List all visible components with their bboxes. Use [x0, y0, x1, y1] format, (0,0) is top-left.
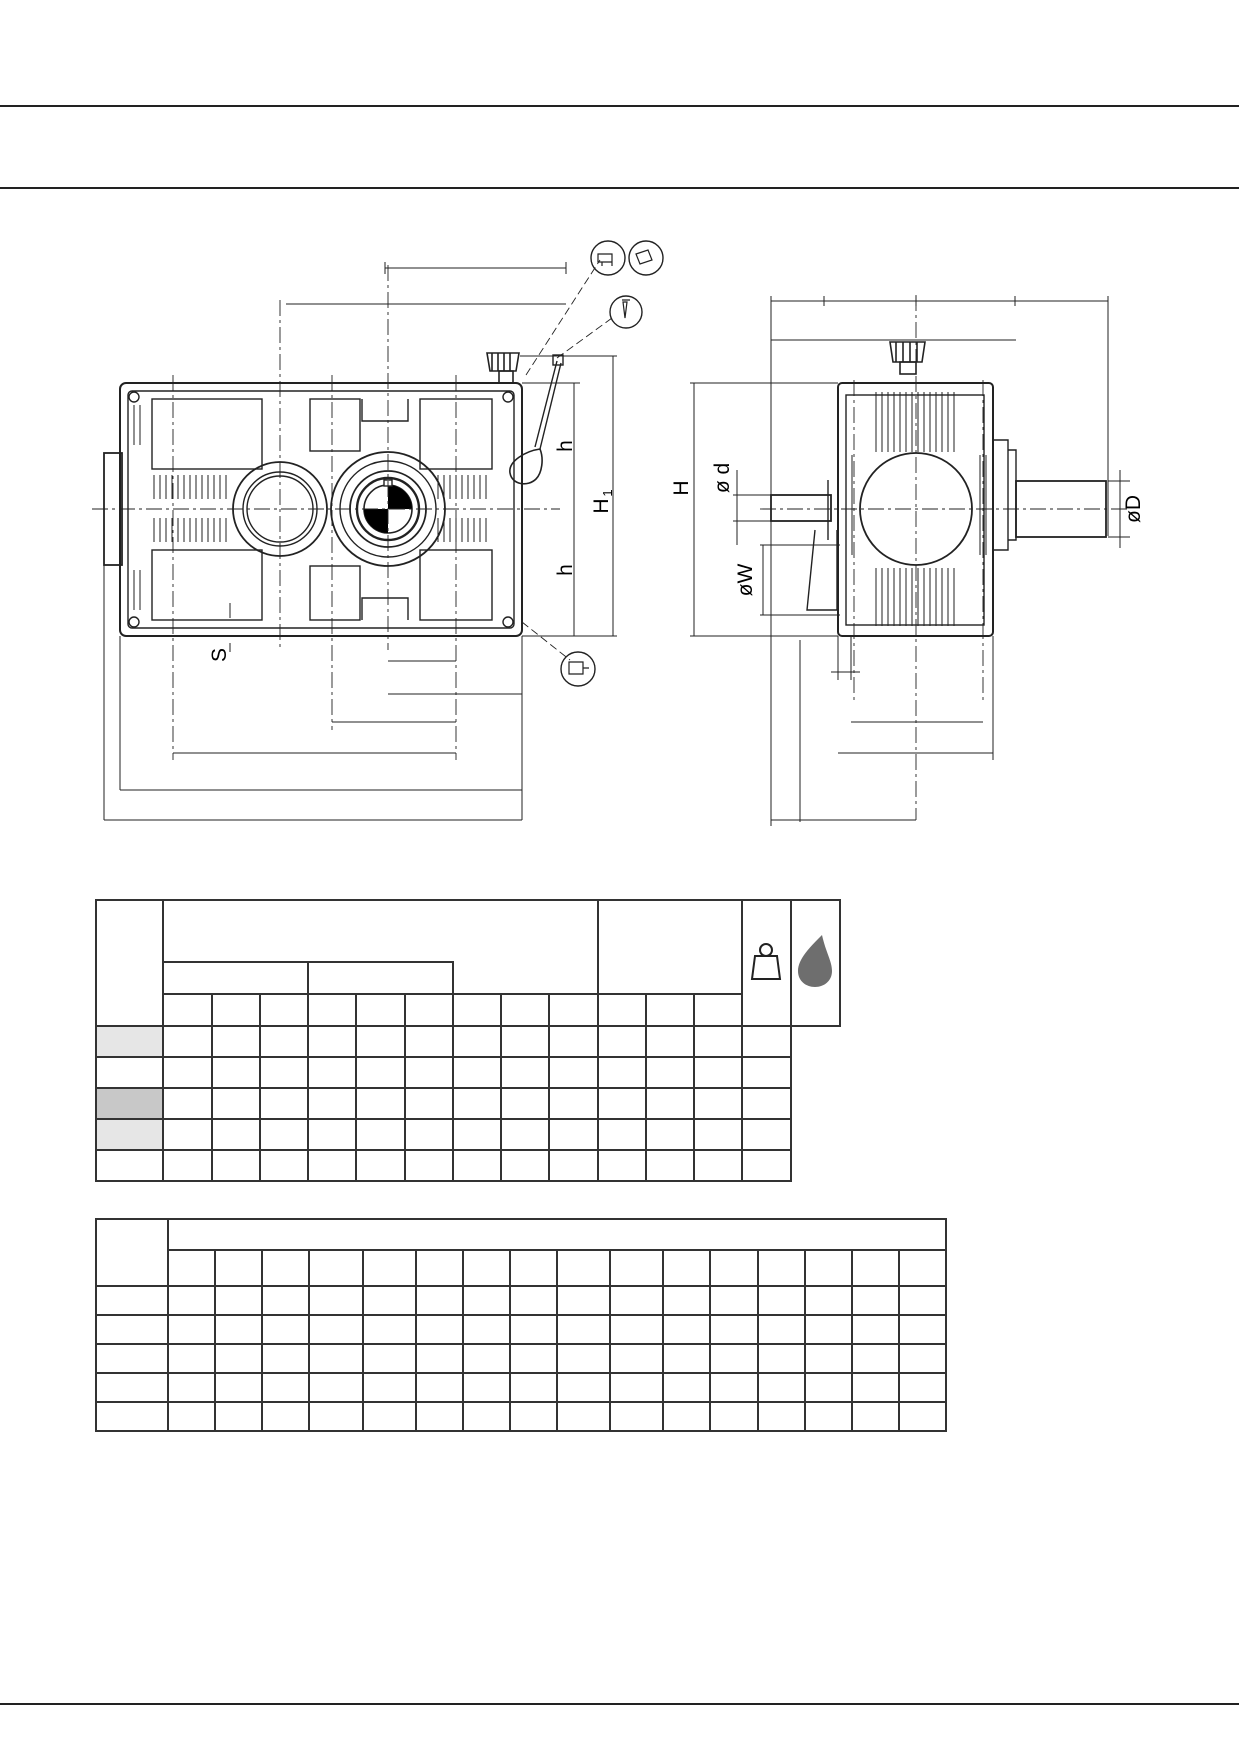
header-rule-bottom	[0, 187, 1239, 189]
front-view	[92, 240, 664, 821]
table2-row	[94, 1372, 948, 1403]
dimension-table-1	[94, 899, 842, 1182]
header-rule-top	[0, 105, 1239, 107]
table1-subheader-1	[162, 961, 310, 995]
table1-corner	[94, 899, 165, 1027]
dim-H: H	[670, 480, 693, 495]
table2-row	[94, 1285, 948, 1316]
technical-drawing: h h H 1 S H ø d øW øD	[92, 240, 1145, 826]
table2-row	[94, 1314, 948, 1345]
cooling-fins	[133, 405, 487, 610]
dim-D: øD	[1122, 495, 1145, 523]
dim-h-lower: h	[554, 564, 577, 576]
weight-icon	[751, 942, 782, 980]
callout-icons	[568, 249, 653, 675]
dim-h-upper: h	[554, 440, 577, 452]
table1-row	[94, 1149, 840, 1182]
table2-row	[94, 1401, 948, 1432]
dim-W: øW	[734, 564, 757, 597]
table2-row	[94, 1343, 948, 1374]
table1-oil-header	[789, 899, 842, 1027]
breather-knob	[486, 352, 520, 384]
table1-subheader-2	[307, 961, 454, 995]
dim-S: S	[208, 648, 231, 662]
dimension-table-2	[94, 1218, 948, 1432]
dipstick	[509, 354, 564, 485]
table1-subheader-3	[451, 962, 599, 994]
table1-weight-header	[741, 899, 792, 1027]
table2-header-group	[167, 1218, 947, 1251]
table1-header-group-b	[596, 899, 744, 995]
oil-drop-icon	[798, 934, 833, 987]
table1-row	[94, 1118, 840, 1151]
table2-corner	[94, 1218, 170, 1287]
dim-H1: H	[590, 498, 613, 513]
side-view	[690, 295, 1130, 826]
table1-row	[94, 1025, 840, 1058]
dim-d: ø d	[711, 463, 734, 493]
footer-rule	[0, 1703, 1239, 1705]
dim-H1-subscript: 1	[600, 489, 615, 496]
table1-header-group-a	[162, 899, 599, 962]
table1-row	[94, 1087, 840, 1120]
table1-row	[94, 1056, 840, 1089]
